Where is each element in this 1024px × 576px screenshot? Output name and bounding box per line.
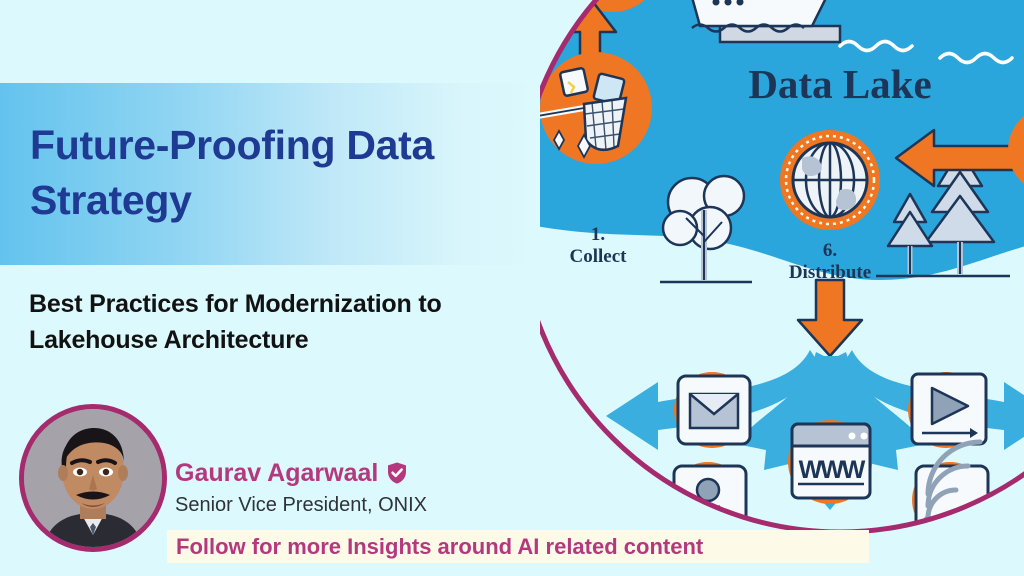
orange-arrow-left-icon — [894, 128, 1022, 188]
follow-cta-text: Follow for more Insights around AI relat… — [176, 533, 704, 559]
www-browser-icon: WWW — [788, 420, 872, 504]
illustration-title: Data Lake — [748, 61, 931, 107]
author-name: Gaurav Agarwaal — [175, 459, 379, 487]
step-distribute-number: 6. — [823, 240, 837, 261]
avatar — [19, 404, 167, 552]
data-lake-illustration: Data Lake 6. Distribute — [540, 0, 1024, 570]
svg-text:WWW: WWW — [799, 456, 866, 484]
deciduous-tree-icon — [660, 174, 752, 284]
globe-icon — [780, 130, 880, 230]
net-collect-icon — [540, 52, 652, 164]
author-role: Senior Vice President, ONIX — [175, 494, 427, 516]
verified-shield-check-icon — [385, 461, 409, 485]
follow-cta-banner[interactable]: Follow for more Insights around AI relat… — [167, 530, 869, 563]
step-collect-number: 1. — [591, 224, 605, 245]
orange-arrow-down-icon — [796, 278, 864, 358]
page-subtitle: Best Practices for Modernization to Lake… — [29, 290, 442, 354]
step-collect-label: Collect — [570, 246, 628, 267]
step-distribute-label: Distribute — [789, 262, 871, 283]
video-player-icon — [908, 372, 988, 448]
profile-photo — [24, 409, 162, 547]
envelope-mail-icon — [674, 372, 752, 448]
microphone-podcast-icon — [670, 462, 748, 532]
title-gradient-band — [0, 83, 535, 265]
page-title: Future-Proofing Data Strategy — [30, 122, 434, 223]
cargo-ship-icon — [688, 0, 842, 44]
